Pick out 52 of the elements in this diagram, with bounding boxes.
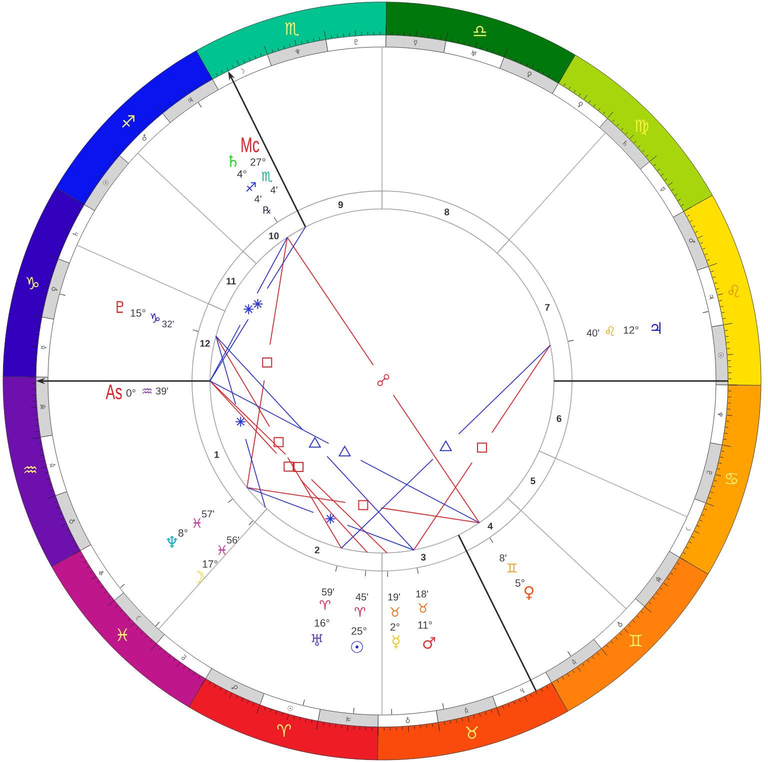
sign-glyph: ♒ bbox=[142, 388, 152, 394]
planet-glyph: ☿ bbox=[392, 635, 400, 649]
house-segment: 7 bbox=[496, 239, 572, 382]
angle-label: Mc bbox=[242, 138, 260, 152]
house-segment: 11 bbox=[208, 250, 257, 312]
degree-label: 8° bbox=[178, 529, 188, 537]
minute-label: 32' bbox=[162, 320, 174, 328]
minute-label: 59' bbox=[322, 588, 334, 596]
planet-glyph: ♆ bbox=[166, 536, 178, 548]
degree-label: 11° bbox=[418, 621, 432, 629]
sign-glyph: ♈ bbox=[320, 600, 330, 610]
house-segment: 5 bbox=[507, 450, 556, 512]
degree-label: 4° bbox=[237, 170, 246, 178]
sign-glyph: ♏ bbox=[262, 172, 272, 182]
sign-glyph: ♉ bbox=[390, 607, 400, 617]
planet-glyph: ♃ bbox=[651, 322, 661, 334]
sign-glyph: ♊ bbox=[507, 563, 517, 573]
degree-label: 15° bbox=[130, 309, 146, 317]
sign-glyph: ♐ bbox=[246, 182, 256, 192]
planet-glyph: ♀ bbox=[524, 586, 534, 600]
minute-label: 56' bbox=[226, 536, 240, 544]
planet-glyph: ♅ bbox=[312, 634, 322, 646]
planet-glyph: ☽ bbox=[196, 571, 204, 583]
sign-glyph: ♑ bbox=[150, 313, 160, 323]
sign-glyph: ♈ bbox=[354, 607, 366, 617]
house-segment: 4 bbox=[458, 498, 522, 552]
degree-label: 5° bbox=[515, 579, 524, 587]
minute-label: 39' bbox=[156, 387, 168, 395]
planet-glyph: ☉ bbox=[351, 641, 363, 653]
sign-glyph: ♉ bbox=[418, 603, 428, 613]
planet-glyph: ♇ bbox=[116, 301, 124, 313]
degree-label: 12° bbox=[624, 326, 638, 334]
minute-label: 18' bbox=[416, 590, 428, 598]
planet-glyph: ♄ bbox=[229, 155, 237, 167]
house-segment: 12 bbox=[192, 303, 226, 382]
degree-label: 27° bbox=[250, 158, 266, 166]
minute-label: 40' bbox=[586, 329, 600, 337]
house-segment: 9 bbox=[297, 190, 382, 228]
sign-glyph: ♓ bbox=[218, 545, 226, 555]
minute-label: 57' bbox=[202, 510, 214, 518]
degree-label: 16° bbox=[314, 619, 330, 627]
degree-label: 2° bbox=[390, 623, 400, 631]
minute-label: 19' bbox=[388, 593, 400, 601]
planet-glyph: ♂ bbox=[423, 637, 436, 649]
sign-glyph: ♌ bbox=[606, 326, 614, 336]
degree-label: 25° bbox=[352, 627, 366, 635]
angle-label: As bbox=[106, 384, 122, 400]
degree-label: 0° bbox=[126, 389, 136, 397]
house-segment: 6 bbox=[538, 380, 572, 459]
minute-label: 45' bbox=[356, 594, 368, 600]
minute-label: 4' bbox=[270, 186, 278, 194]
house-segment: 3 bbox=[382, 534, 467, 572]
